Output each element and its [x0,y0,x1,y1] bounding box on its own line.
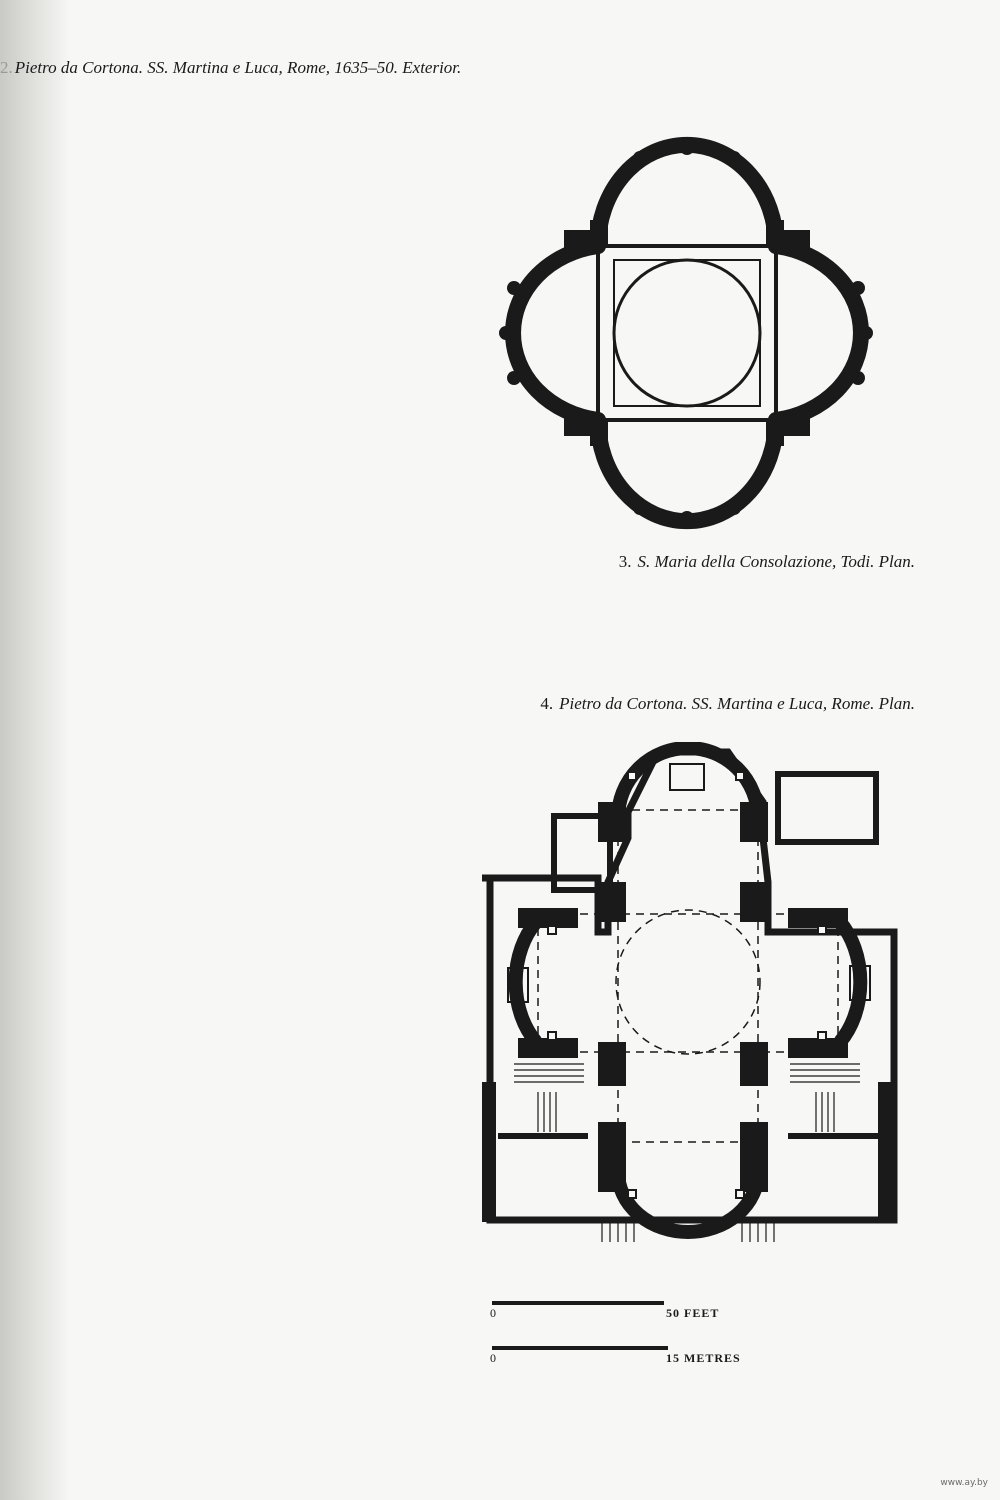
scale-bar-metres: 0 15 METRES [488,1343,788,1367]
scale-line [492,1301,664,1305]
caption-number: 3. [618,552,632,571]
watermark: www.ay.by [940,1478,988,1488]
scale-value: 50 [666,1306,680,1320]
caption-number: 2. [0,58,13,77]
caption-number: 4. [540,694,554,713]
scale-bar-feet: 0 50 FEET [488,1298,788,1322]
caption-text: Pietro da Cortona. SS. Martina e Luca, R… [14,58,462,77]
martina-luca-plan [482,742,898,1242]
scale-unit: FEET [684,1306,720,1320]
caption-text: S. Maria della Consolazione, Todi. Plan. [637,552,915,571]
caption-figure-4: 4. Pietro da Cortona. SS. Martina e Luca,… [540,694,915,714]
caption-figure-2: 2.Pietro da Cortona. SS. Martina e Luca,… [0,58,461,78]
todi-church-plan [499,136,873,530]
scale-unit-label: 50 FEET [666,1306,719,1321]
scale-line [492,1346,668,1350]
scale-zero-label: 0 [490,1306,497,1320]
caption-figure-3: 3. S. Maria della Consolazione, Todi. Pla… [619,552,915,572]
scale-value: 15 [666,1351,680,1365]
scale-unit-label: 15 METRES [666,1351,741,1366]
scale-zero-label: 0 [490,1351,497,1365]
scale-unit: METRES [684,1351,741,1365]
page-gutter-shadow [0,0,70,1500]
caption-text: Pietro da Cortona. SS. Martina e Luca, R… [559,694,915,713]
